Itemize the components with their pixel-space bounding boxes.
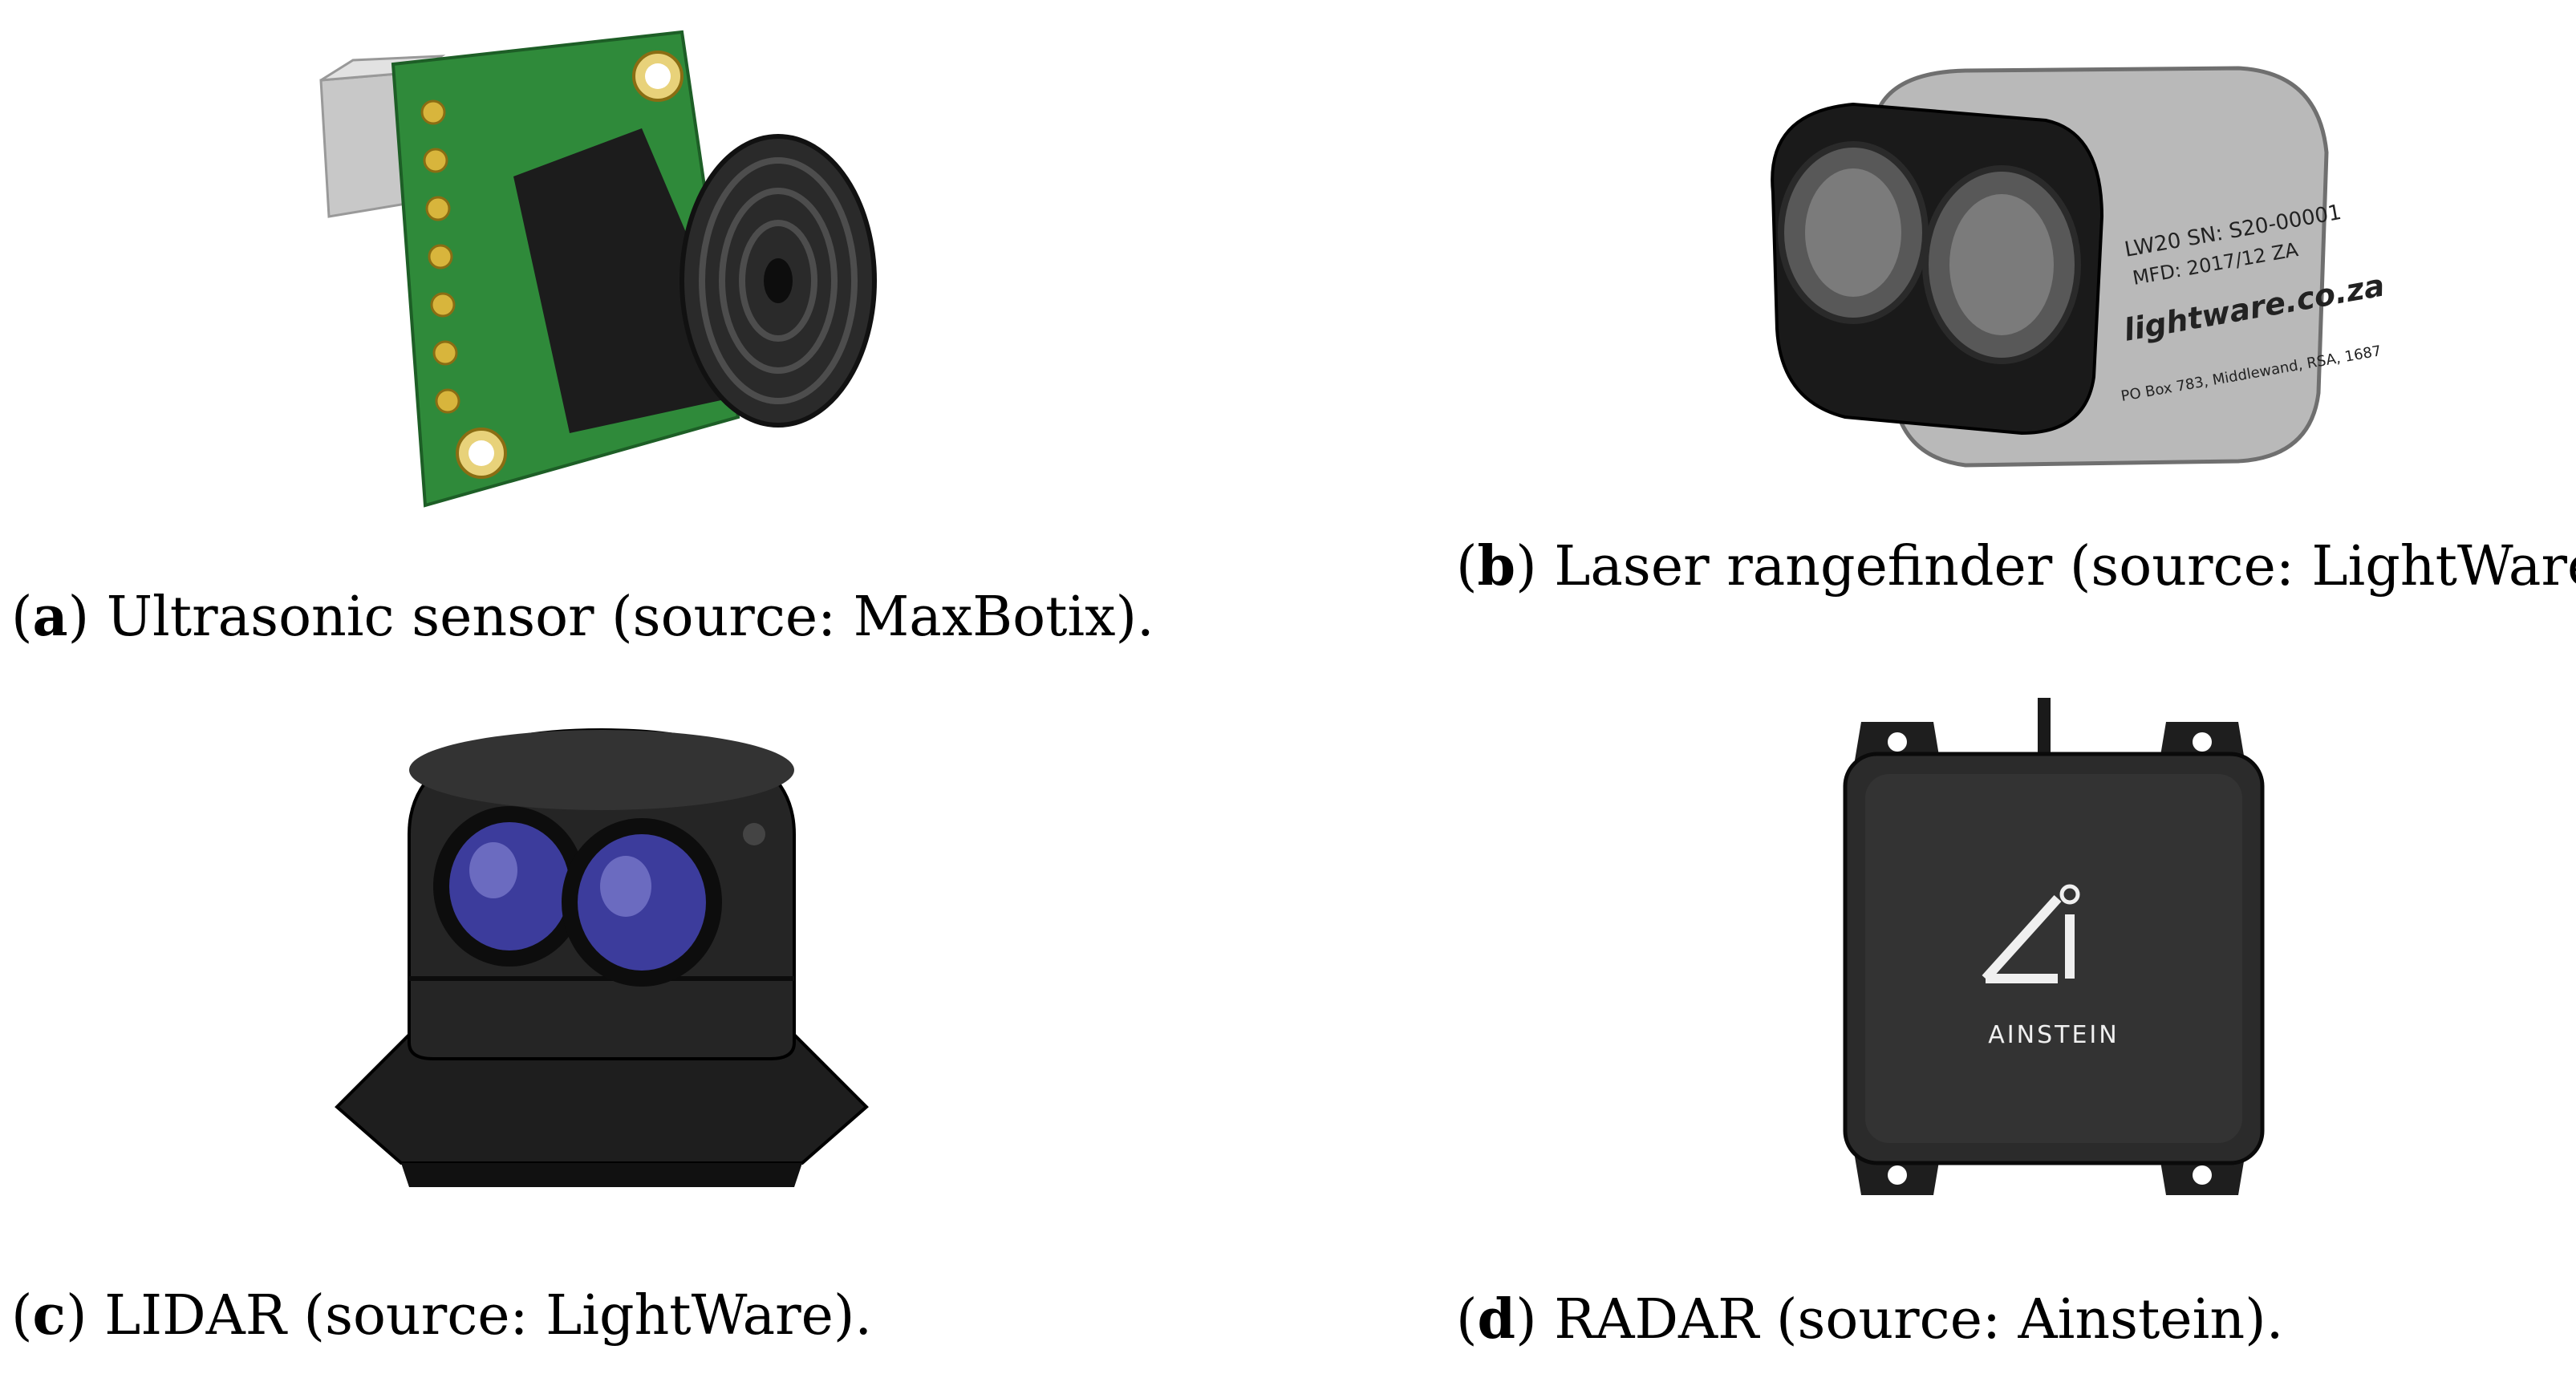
caption-c: (c) LIDAR (source: LightWare).: [11, 1283, 873, 1348]
caption-d: (d) RADAR (source: Ainstein).: [1456, 1287, 2284, 1352]
caption-text-a: Ultrasonic sensor (source: MaxBotix).: [106, 586, 1154, 649]
caption-letter-b: b: [1477, 534, 1516, 598]
caption-a: (a) Ultrasonic sensor (source: MaxBotix)…: [11, 585, 1154, 649]
caption-letter-d: d: [1477, 1287, 1516, 1352]
lidar-image: [335, 728, 869, 1187]
caption-letter-a: a: [32, 585, 68, 649]
laser-rangefinder-image: LW20 SN: S20-00001 MFD: 2017/12 ZA light…: [1771, 66, 2387, 468]
caption-b: (b) Laser rangefinder (source: LightWare…: [1456, 539, 2576, 594]
ultrasonic-sensor-image: [319, 30, 877, 508]
caption-text-c: LIDAR (source: LightWare).: [104, 1284, 873, 1348]
caption-letter-c: c: [32, 1283, 66, 1348]
caption-text-b: Laser rangefinder (source: LightWare).: [1554, 535, 2576, 598]
radar-image: AINSTEIN: [1843, 698, 2265, 1195]
radar-brand: AINSTEIN: [1988, 1021, 2119, 1049]
caption-text-d: RADAR (source: Ainstein).: [1554, 1288, 2284, 1352]
